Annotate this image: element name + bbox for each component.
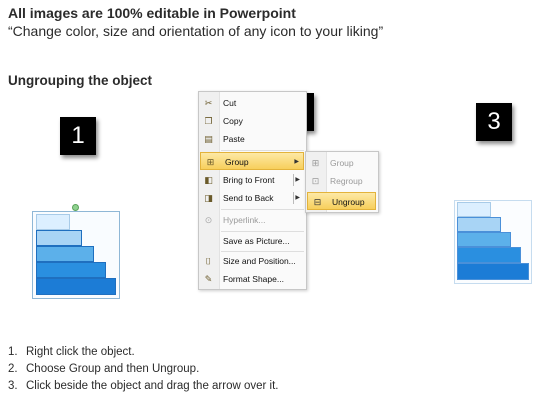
group-icon: ⊞ [206, 157, 215, 167]
send-back-icon: ◨ [204, 193, 213, 203]
split-divider [293, 192, 294, 204]
menu-item-label: Bring to Front [223, 175, 275, 185]
menu-separator [221, 251, 304, 252]
menu-item-label: Send to Back [223, 193, 274, 203]
hyperlink-icon: ⊙ [204, 215, 213, 225]
step-number: 1. [8, 346, 18, 358]
list-item: 3. Click beside the object and drag the a… [8, 378, 279, 395]
instructions-list: 1. Right click the object. 2. Choose Group… [8, 344, 279, 395]
menu-item-bring-to-front[interactable]: ◧ Bring to Front ▶ [199, 171, 304, 189]
menu-item-cut[interactable]: ✂ Cut [199, 94, 304, 112]
bar-1 [457, 202, 491, 217]
menu-item-label: Regroup [330, 176, 363, 186]
list-item: 1. Right click the object. [8, 344, 279, 361]
context-menu: ✂ Cut ❐ Copy ▤ Paste ⊞ Group ▶ ◧ Bring t… [198, 91, 307, 290]
page-subtitle: “Change color, size and orientation of a… [8, 23, 384, 39]
menu-item-label: Ungroup [332, 197, 365, 207]
grouped-object[interactable] [32, 211, 120, 299]
menu-item-save-as-picture[interactable]: Save as Picture... [199, 232, 304, 250]
ungrouped-object[interactable] [454, 200, 532, 284]
menu-separator [221, 231, 304, 232]
menu-item-label: Size and Position... [223, 256, 296, 266]
menu-item-size-and-position[interactable]: ⌷ Size and Position... [199, 252, 304, 270]
menu-item-label: Copy [223, 116, 243, 126]
list-item: 2. Choose Group and then Ungroup. [8, 361, 279, 378]
paste-icon: ▤ [204, 134, 213, 144]
menu-item-paste[interactable]: ▤ Paste [199, 130, 304, 148]
bar-3 [457, 232, 511, 247]
bar-4 [457, 247, 521, 263]
bar-4 [36, 262, 106, 278]
step-badge-1: 1 [60, 117, 96, 155]
step-text: Right click the object. [26, 346, 135, 358]
bar-1 [36, 214, 70, 230]
bring-front-icon: ◧ [204, 175, 213, 185]
menu-item-hyperlink[interactable]: ⊙ Hyperlink... [199, 211, 304, 229]
submenu-arrow-icon: ▶ [294, 159, 299, 165]
menu-item-label: Save as Picture... [223, 236, 290, 246]
menu-item-format-shape[interactable]: ✎ Format Shape... [199, 270, 304, 288]
submenu-item-ungroup[interactable]: ⊟ Ungroup [307, 192, 376, 210]
menu-item-label: Cut [223, 98, 237, 108]
step-number: 3. [8, 380, 18, 392]
scissors-icon: ✂ [204, 98, 213, 108]
menu-gutter [199, 92, 220, 289]
menu-item-send-to-back[interactable]: ◨ Send to Back ▶ [199, 189, 304, 207]
split-divider [293, 174, 294, 186]
copy-icon: ❐ [204, 116, 213, 126]
menu-item-label: Paste [223, 134, 245, 144]
rotate-handle-icon[interactable] [72, 204, 79, 211]
menu-item-label: Group [330, 158, 354, 168]
group-submenu: ⊞ Group ⊡ Regroup ⊟ Ungroup [305, 151, 379, 213]
bar-3 [36, 246, 94, 262]
bar-2 [457, 217, 501, 232]
menu-item-label: Group [225, 157, 249, 167]
submenu-arrow-icon[interactable]: ▶ [295, 177, 300, 183]
section-heading: Ungrouping the object [8, 73, 152, 88]
regroup-icon: ⊡ [311, 176, 320, 186]
bar-2 [36, 230, 82, 246]
submenu-item-regroup[interactable]: ⊡ Regroup [306, 172, 376, 190]
menu-separator [221, 150, 304, 151]
format-shape-icon: ✎ [204, 274, 213, 284]
menu-item-group[interactable]: ⊞ Group ▶ [200, 152, 304, 170]
menu-item-label: Format Shape... [223, 274, 284, 284]
step-text: Click beside the object and drag the arr… [26, 380, 279, 392]
group-icon: ⊞ [311, 158, 320, 168]
menu-item-copy[interactable]: ❐ Copy [199, 112, 304, 130]
size-position-icon: ⌷ [205, 256, 212, 266]
menu-separator [221, 209, 304, 210]
step-badge-3: 3 [476, 103, 512, 141]
bar-5 [457, 263, 529, 280]
ungroup-icon: ⊟ [313, 197, 322, 207]
step-number: 2. [8, 363, 18, 375]
page-title: All images are 100% editable in Powerpoi… [8, 5, 296, 21]
submenu-item-group[interactable]: ⊞ Group [306, 154, 376, 172]
menu-item-label: Hyperlink... [223, 215, 266, 225]
bar-5 [36, 278, 116, 295]
submenu-arrow-icon[interactable]: ▶ [295, 195, 300, 201]
step-text: Choose Group and then Ungroup. [26, 363, 200, 375]
